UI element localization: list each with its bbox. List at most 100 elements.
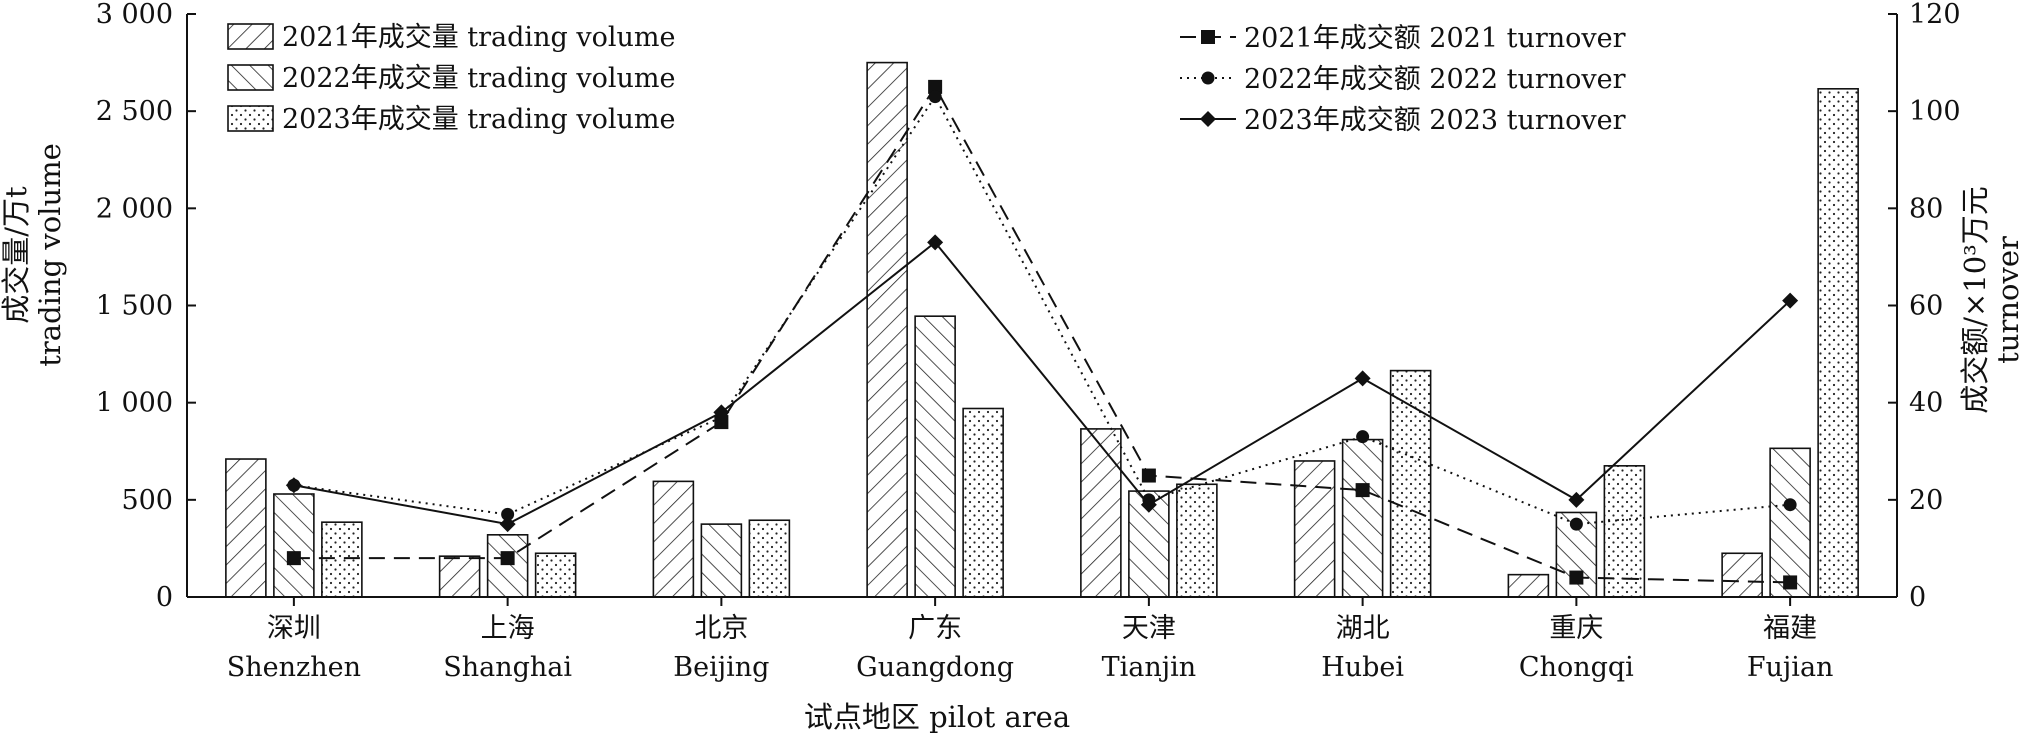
bar-2-guangdong: [914, 315, 956, 598]
bar-2-shanghai: [486, 534, 529, 598]
legend-swatch-bar-2: [227, 64, 274, 91]
bar-2-hubei: [1341, 438, 1384, 598]
right-tick-label: 40: [1909, 388, 1943, 419]
marker-2-guangdong: [928, 90, 942, 104]
marker-2-chongqi: [1569, 517, 1583, 531]
bar-3-guangdong: [962, 407, 1004, 598]
bar-3-beijing: [748, 519, 791, 598]
bar-1-chongqi: [1507, 573, 1550, 598]
x-axis-title: 试点地区 pilot area: [804, 700, 1070, 734]
left-tick-label: 3 000: [96, 0, 173, 30]
x-tick-label-en: Tianjin: [1102, 652, 1197, 683]
line-series-1: [293, 84, 1791, 584]
marker-1-guangdong: [928, 79, 943, 94]
legend-lines: 2021年成交额 2021 turnover 2022年成交额 2022 turn…: [1180, 23, 1626, 136]
right-tick-label: 100: [1909, 96, 1961, 127]
marker-1-shenzhen: [286, 551, 301, 566]
x-tick-label-en: Beijing: [673, 652, 769, 683]
left-axis-title-zh: 成交量/万t: [0, 186, 33, 324]
marker-group: [285, 79, 1799, 590]
legend-swatch-bar-1: [227, 23, 274, 50]
bar-1-beijing: [652, 480, 695, 598]
marker-3-shenzhen: [285, 477, 302, 494]
bar-1-guangdong: [866, 61, 908, 598]
left-tick-label: 2 500: [96, 96, 173, 127]
x-tick-label-zh: 天津: [1122, 613, 1176, 644]
line-series-2: [293, 94, 1791, 526]
marker-3-chongqi: [1568, 491, 1585, 508]
ticks: 0 500 1 000 1 500 2 000 2 500 3 000 0 20 40 60 80 10…: [96, 0, 1961, 683]
x-tick-label-en: Shenzhen: [227, 652, 361, 683]
bar-3-hubei: [1389, 369, 1432, 598]
left-tick-label: 1 000: [96, 388, 173, 419]
bar-2-fujian: [1769, 447, 1811, 598]
bar-3-chongqi: [1603, 465, 1646, 598]
marker-3-hubei: [1354, 370, 1371, 387]
bar-1-tianjin: [1080, 428, 1122, 598]
right-tick-label: 120: [1909, 0, 1961, 30]
right-tick-label: 0: [1909, 582, 1926, 613]
legend-label-bar-1: 2021年成交量 trading volume: [282, 22, 675, 53]
left-tick-label: 500: [121, 485, 173, 516]
x-tick-label-en: Shanghai: [443, 652, 572, 683]
right-tick-label: 60: [1909, 291, 1943, 322]
legend-label-line-1: 2021年成交额 2021 turnover: [1244, 23, 1626, 54]
right-tick-label: 20: [1909, 485, 1943, 516]
x-tick-label-zh: 北京: [694, 613, 748, 644]
bar-3-fujian: [1817, 88, 1859, 598]
marker-1-chongqi: [1569, 570, 1584, 585]
legend-bars: 2021年成交量 trading volume 2022年成交量 trading …: [227, 22, 675, 135]
x-tick-label-en: Guangdong: [856, 652, 1014, 683]
x-tick-label-en: Hubei: [1321, 652, 1404, 683]
marker-1-tianjin: [1141, 468, 1156, 483]
line-group: [293, 84, 1791, 584]
legend-marker-2: [1201, 71, 1215, 85]
x-tick-label-zh: 福建: [1763, 613, 1817, 644]
legend-label-line-2: 2022年成交额 2022 turnover: [1244, 64, 1626, 95]
legend-label-bar-2: 2022年成交量 trading volume: [282, 63, 675, 94]
marker-1-hubei: [1355, 483, 1370, 498]
marker-3-shanghai: [499, 516, 516, 533]
marker-2-fujian: [1783, 498, 1797, 512]
bar-1-hubei: [1293, 460, 1336, 598]
marker-3-beijing: [713, 404, 730, 421]
x-tick-label-zh: 上海: [481, 613, 535, 644]
legend-label-line-3: 2023年成交额 2023 turnover: [1244, 105, 1626, 136]
marker-2-shanghai: [501, 507, 515, 521]
x-tick-label-zh: 深圳: [267, 613, 321, 644]
x-tick-label-zh: 重庆: [1549, 613, 1603, 644]
line-series-3: [293, 240, 1791, 526]
right-tick-label: 80: [1909, 193, 1943, 224]
marker-3-fujian: [1782, 292, 1799, 309]
x-tick-label-zh: 湖北: [1336, 613, 1390, 644]
bar-2-shenzhen: [273, 493, 315, 598]
marker-1-shanghai: [500, 551, 515, 566]
marker-3-tianjin: [1140, 496, 1157, 513]
x-tick-label-zh: 广东: [908, 613, 962, 644]
x-tick-label-en: Chongqi: [1519, 652, 1634, 683]
marker-3-guangdong: [927, 234, 944, 251]
legend-marker-3: [1200, 111, 1216, 127]
bar-1-fujian: [1721, 552, 1763, 598]
marker-2-hubei: [1356, 430, 1370, 444]
x-tick-label-en: Fujian: [1747, 652, 1834, 683]
bar-3-tianjin: [1176, 483, 1218, 598]
bar-3-shenzhen: [321, 521, 363, 598]
left-tick-label: 0: [156, 582, 173, 613]
legend-marker-1: [1201, 30, 1215, 44]
legend-swatch-bar-3: [227, 105, 274, 132]
bar-1-shenzhen: [225, 458, 267, 598]
right-axis-title-en: turnover: [1991, 236, 2025, 364]
bar-1-shanghai: [438, 555, 481, 598]
bar-2-beijing: [700, 523, 743, 598]
marker-1-fujian: [1783, 575, 1798, 590]
left-tick-label: 1 500: [96, 291, 173, 322]
plot-area: [225, 61, 1859, 598]
left-axis-title-en: trading volume: [33, 143, 67, 367]
legend-label-bar-3: 2023年成交量 trading volume: [282, 104, 675, 135]
right-axis-title-zh: 成交额/×10³万元: [1958, 186, 1992, 414]
bar-group: [225, 61, 1859, 598]
bar-3-shanghai: [534, 552, 577, 598]
left-tick-label: 2 000: [96, 193, 173, 224]
